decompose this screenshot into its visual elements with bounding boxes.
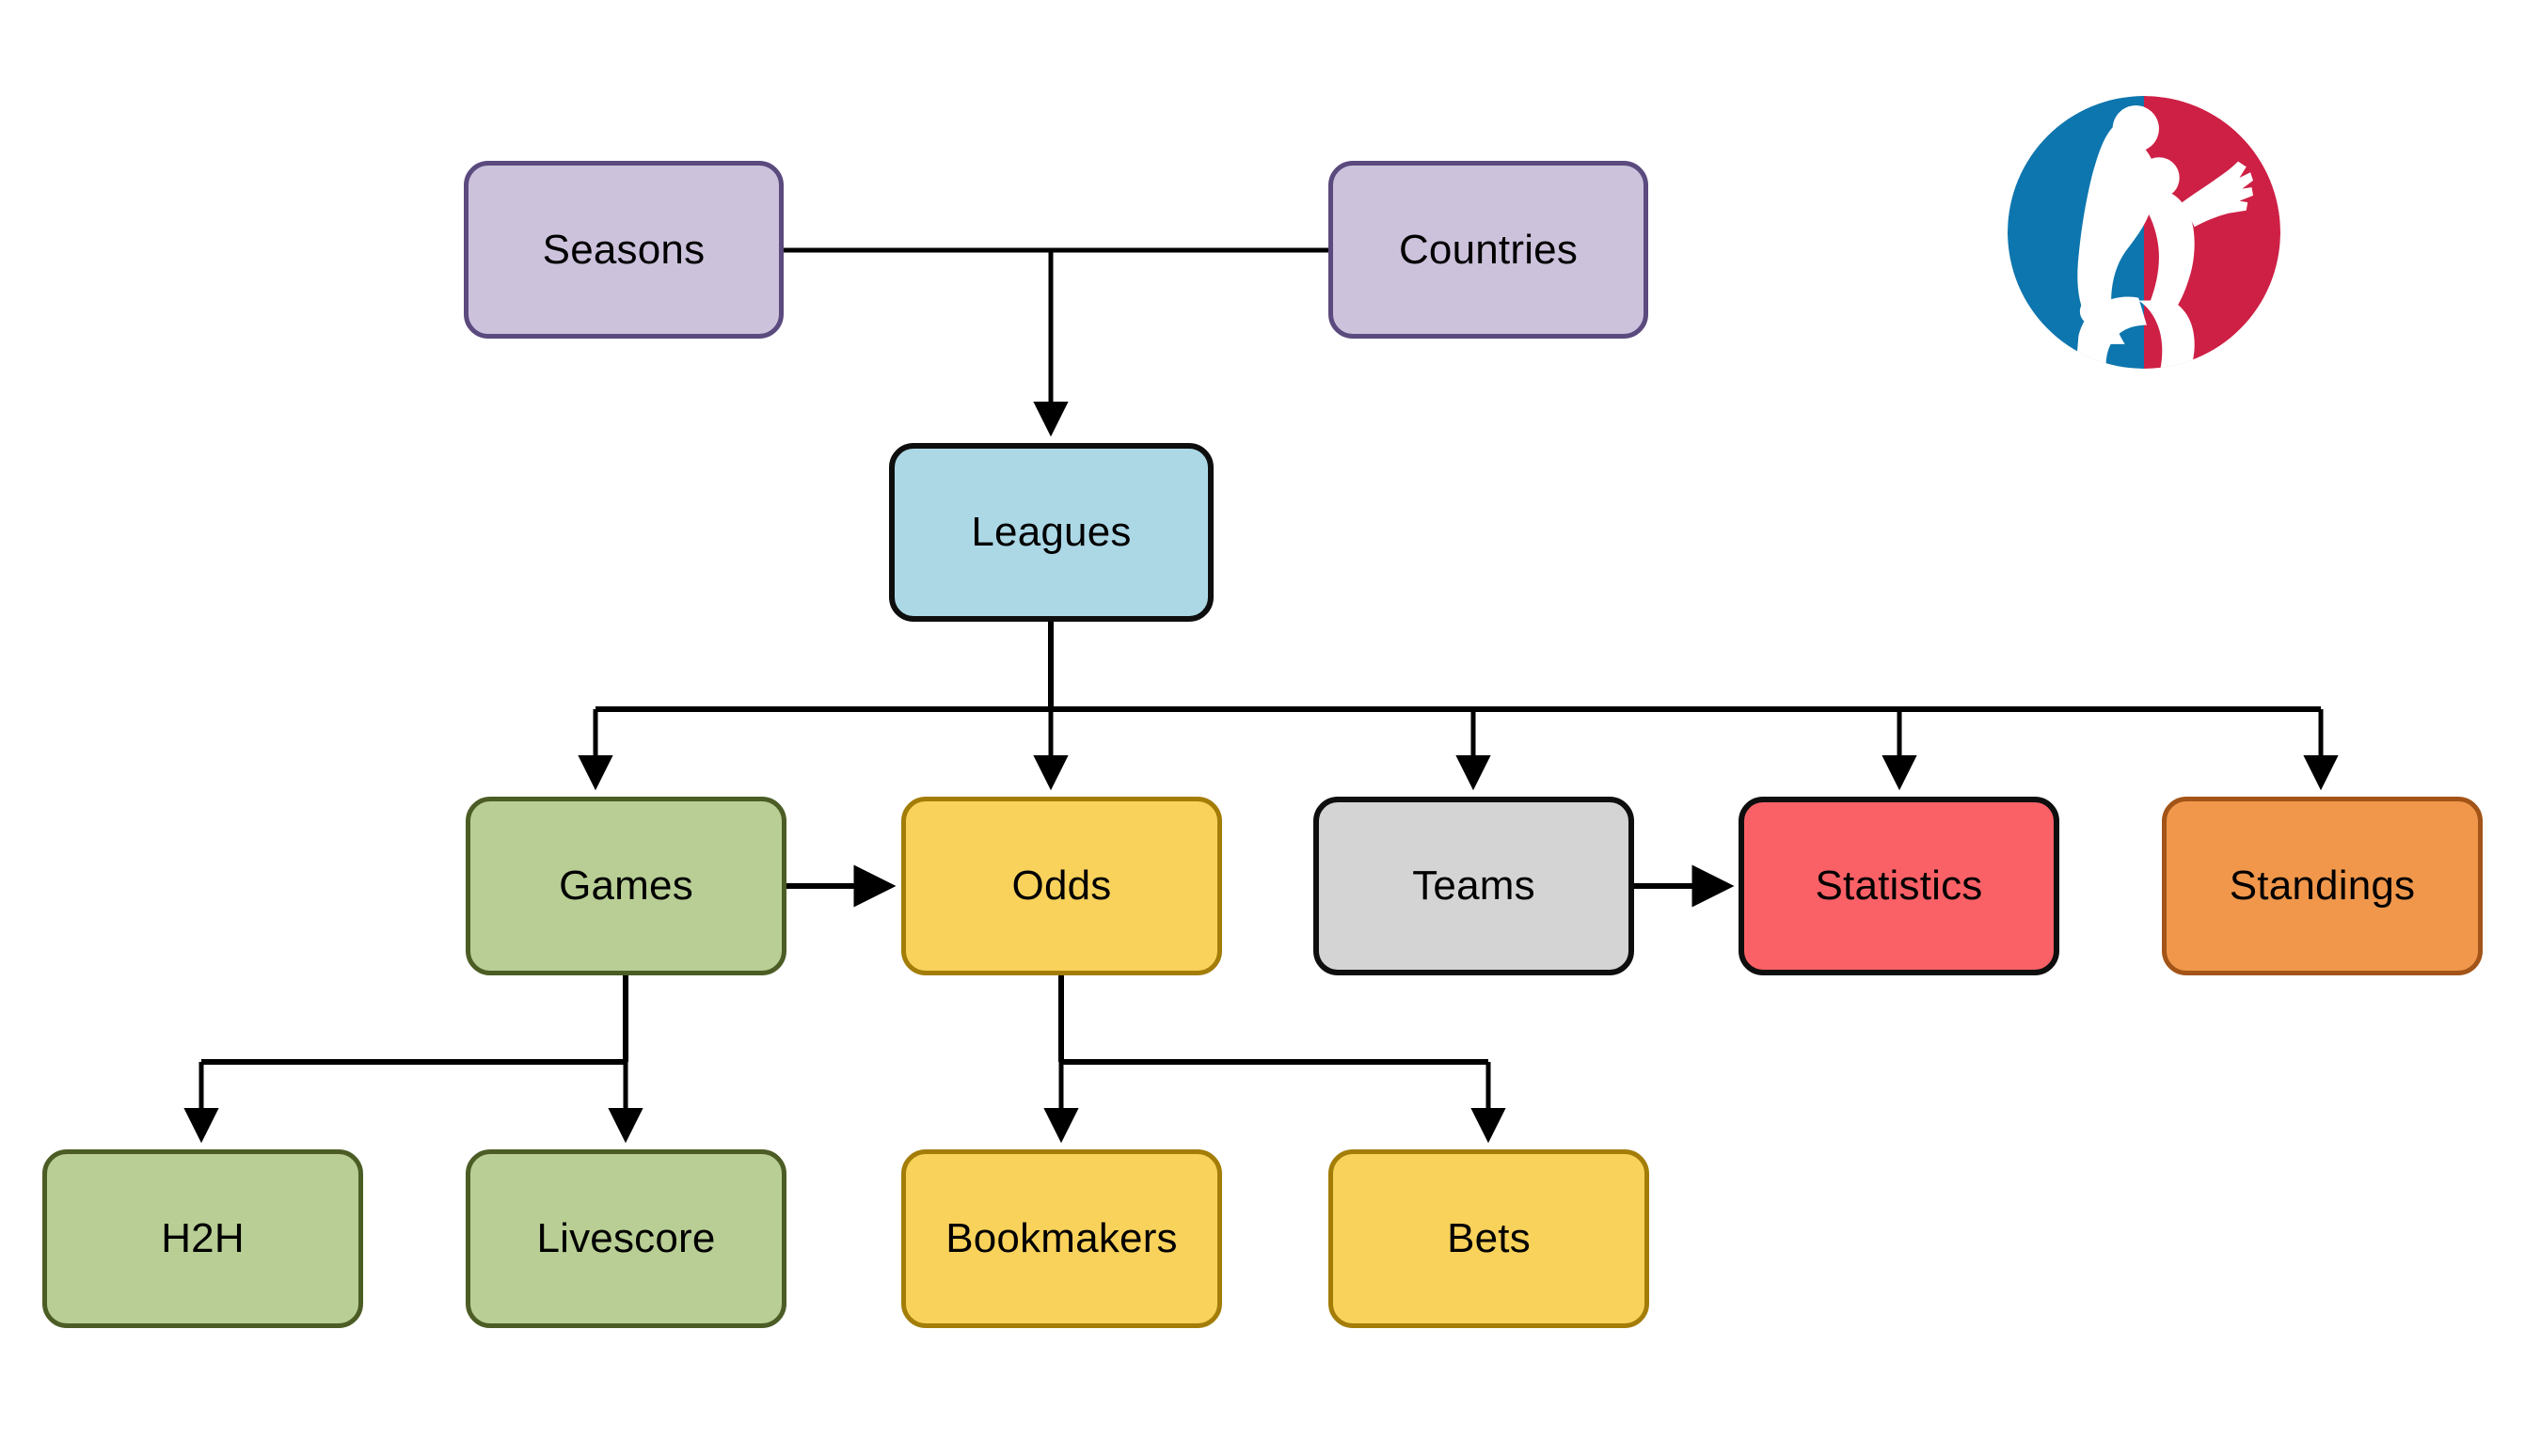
node-h2h-label: H2H	[161, 1215, 245, 1261]
basketball-player-logo-icon	[2008, 96, 2280, 369]
node-countries-label: Countries	[1398, 226, 1579, 273]
node-countries[interactable]: Countries	[1328, 161, 1648, 339]
node-livescore[interactable]: Livescore	[466, 1149, 786, 1328]
node-leagues-label: Leagues	[971, 509, 1132, 555]
node-teams-label: Teams	[1412, 863, 1535, 909]
node-bets[interactable]: Bets	[1328, 1149, 1649, 1328]
node-teams[interactable]: Teams	[1313, 797, 1634, 975]
node-h2h[interactable]: H2H	[42, 1149, 363, 1328]
node-statistics[interactable]: Statistics	[1739, 797, 2059, 975]
node-odds-label: Odds	[1011, 863, 1112, 909]
node-seasons-label: Seasons	[542, 226, 706, 273]
node-odds[interactable]: Odds	[901, 797, 1222, 975]
node-bets-label: Bets	[1447, 1215, 1531, 1261]
node-bookmakers[interactable]: Bookmakers	[901, 1149, 1222, 1328]
node-bookmakers-label: Bookmakers	[945, 1215, 1178, 1261]
node-standings[interactable]: Standings	[2162, 797, 2483, 975]
node-games-label: Games	[559, 863, 693, 909]
node-leagues[interactable]: Leagues	[889, 443, 1214, 622]
node-standings-label: Standings	[2229, 863, 2416, 909]
node-games[interactable]: Games	[466, 797, 786, 975]
node-livescore-label: Livescore	[536, 1215, 716, 1261]
node-seasons[interactable]: Seasons	[464, 161, 784, 339]
node-statistics-label: Statistics	[1815, 863, 1983, 909]
